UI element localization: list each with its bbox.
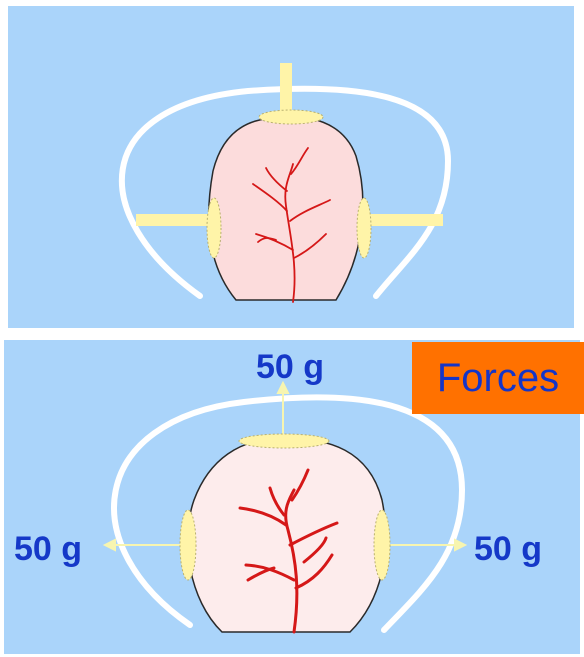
top-bar [280,63,292,116]
arrow-left-head [105,540,115,550]
left-attachment [180,510,196,580]
right-attachment [357,198,371,258]
left-attachment [207,198,221,258]
arrow-right-head [455,540,465,550]
right-attachment [374,510,390,580]
forces-badge: Forces [412,342,584,414]
top-panel [8,6,574,328]
top-attachment [239,434,329,448]
force-label-right: 50 g [474,532,542,566]
top-attachment [259,110,323,124]
left-bar [136,214,216,226]
right-bar [366,214,443,226]
force-label-top: 50 g [256,350,324,384]
tissue [188,438,386,632]
force-label-left: 50 g [14,532,82,566]
rigid-attachment-diagram [8,6,574,328]
